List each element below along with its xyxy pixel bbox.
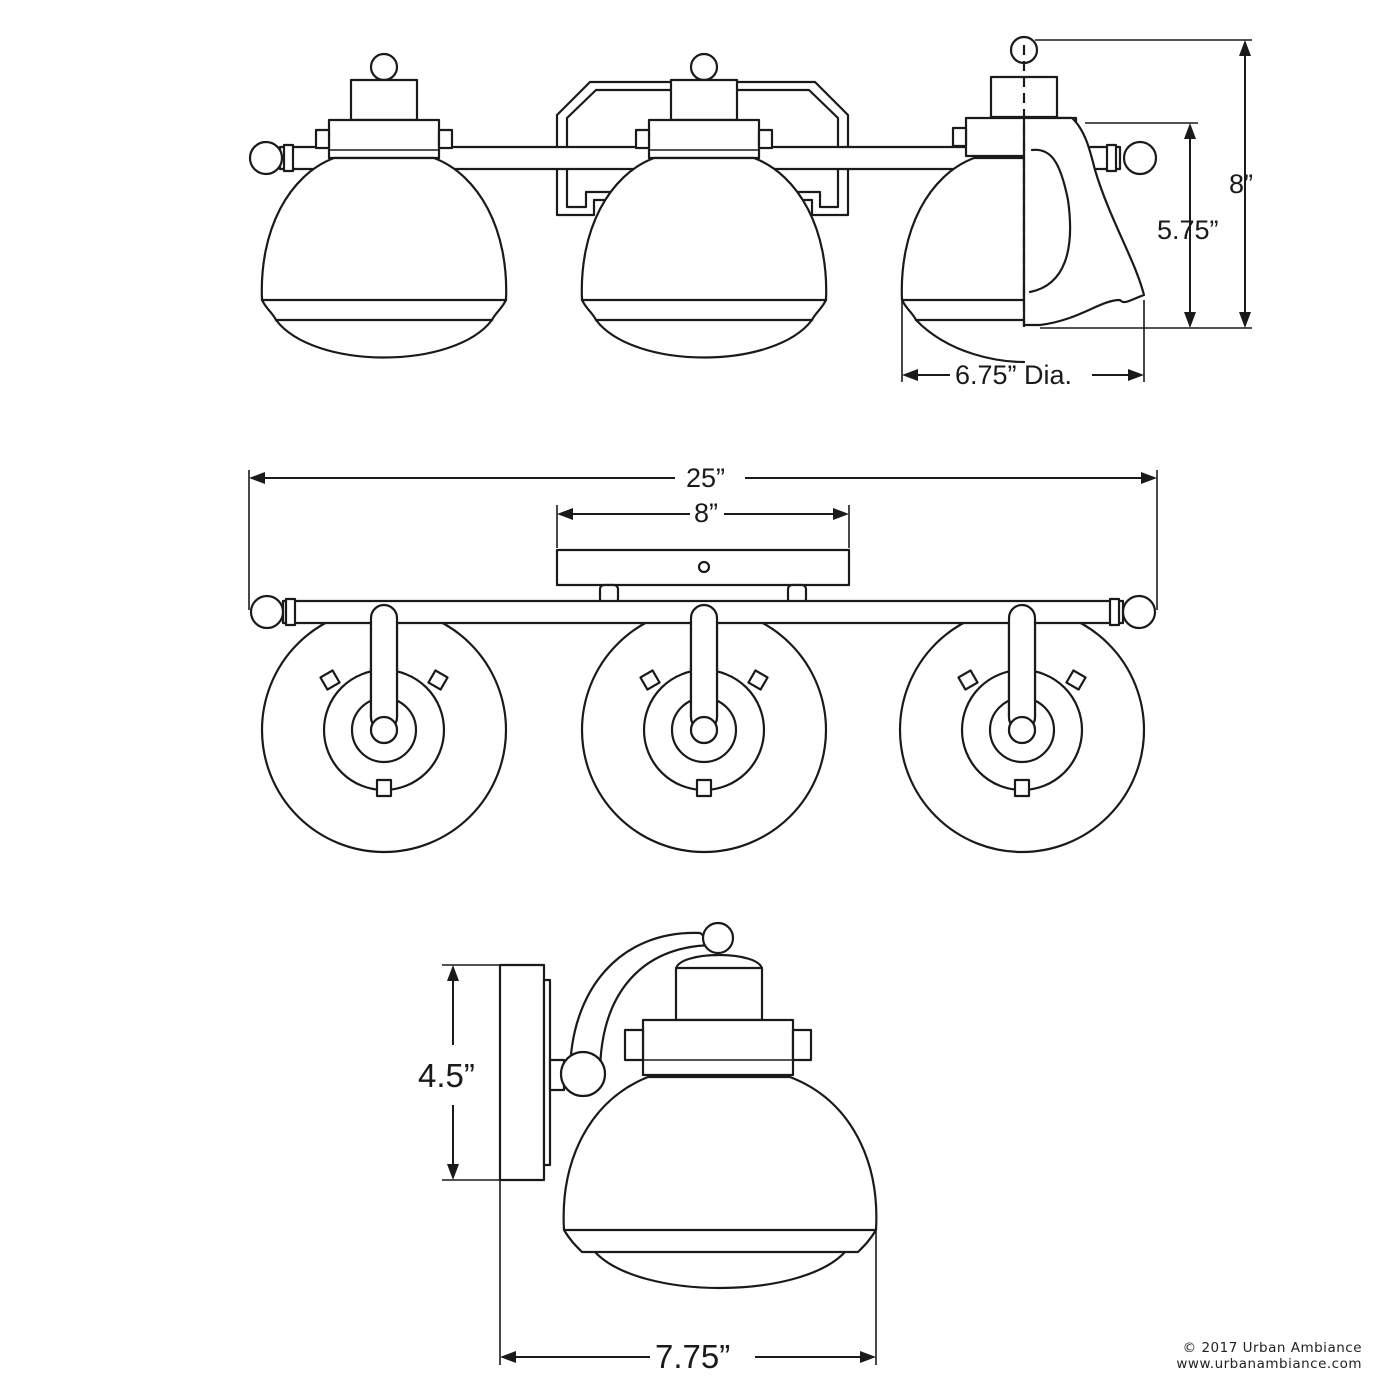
shade-height-label: 5.75” — [1157, 215, 1219, 245]
copyright-text: © 2017 Urban Ambiance — [1182, 1340, 1362, 1356]
overall-height-label: 8” — [1229, 169, 1253, 199]
website-text: www.urbanambiance.com — [1176, 1356, 1362, 1372]
top-plan-view — [248, 470, 1158, 854]
backplate-width-label: 8” — [694, 498, 718, 528]
shade-diameter-label: 6.75” Dia. — [955, 360, 1072, 390]
extension-label: 7.75” — [655, 1338, 730, 1375]
front-elevation-view — [248, 35, 1252, 382]
side-elevation-view — [442, 921, 878, 1365]
backplate-height-label: 4.5” — [418, 1057, 475, 1094]
overall-width-label: 25” — [686, 463, 725, 493]
